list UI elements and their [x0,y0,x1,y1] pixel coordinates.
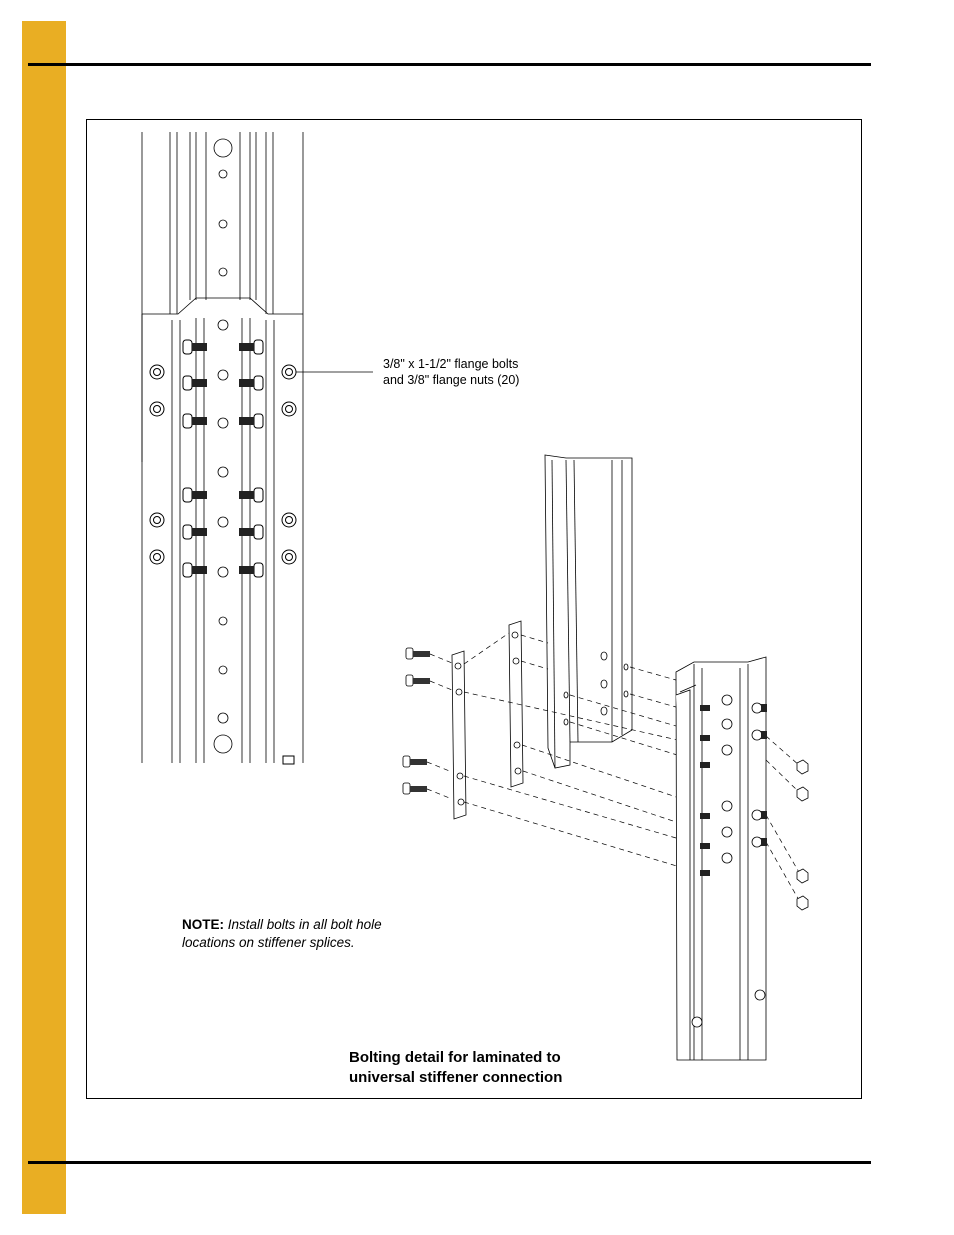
install-note: NOTE: Install bolts in all bolt hole loc… [182,916,382,952]
bolt-callout: 3/8" x 1-1/2" flange bolts and 3/8" flan… [383,356,519,388]
exploded-lower-bolts [691,694,767,1028]
caption-line-2: universal stiffener connection [349,1069,563,1086]
side-nuts [149,364,297,765]
exploded-upper-stiffener [544,454,633,769]
figure-frame [86,119,862,1099]
figure-caption: Bolting detail for laminated to universa… [349,1048,562,1088]
side-color-bar [22,21,66,1214]
footer-rule [28,1161,871,1164]
note-text-1: Install bolts in all bolt hole [227,917,382,932]
lower-stiffener [141,314,275,763]
callout-line-1: 3/8" x 1-1/2" flange bolts [383,357,519,371]
splice-plates [451,620,524,820]
horizontal-bolts [182,339,264,578]
exploded-bolts [402,647,430,795]
upper-stiffener [141,132,304,763]
center-holes [213,138,233,754]
note-label: NOTE: [182,917,224,932]
note-text-2: locations on stiffener splices. [182,935,355,950]
header-rule [28,63,871,66]
loose-nuts [796,759,809,911]
callout-line-2: and 3/8" flange nuts (20) [383,373,520,387]
caption-line-1: Bolting detail for laminated to [349,1049,561,1066]
exploded-lower-stiffener [675,656,767,1061]
